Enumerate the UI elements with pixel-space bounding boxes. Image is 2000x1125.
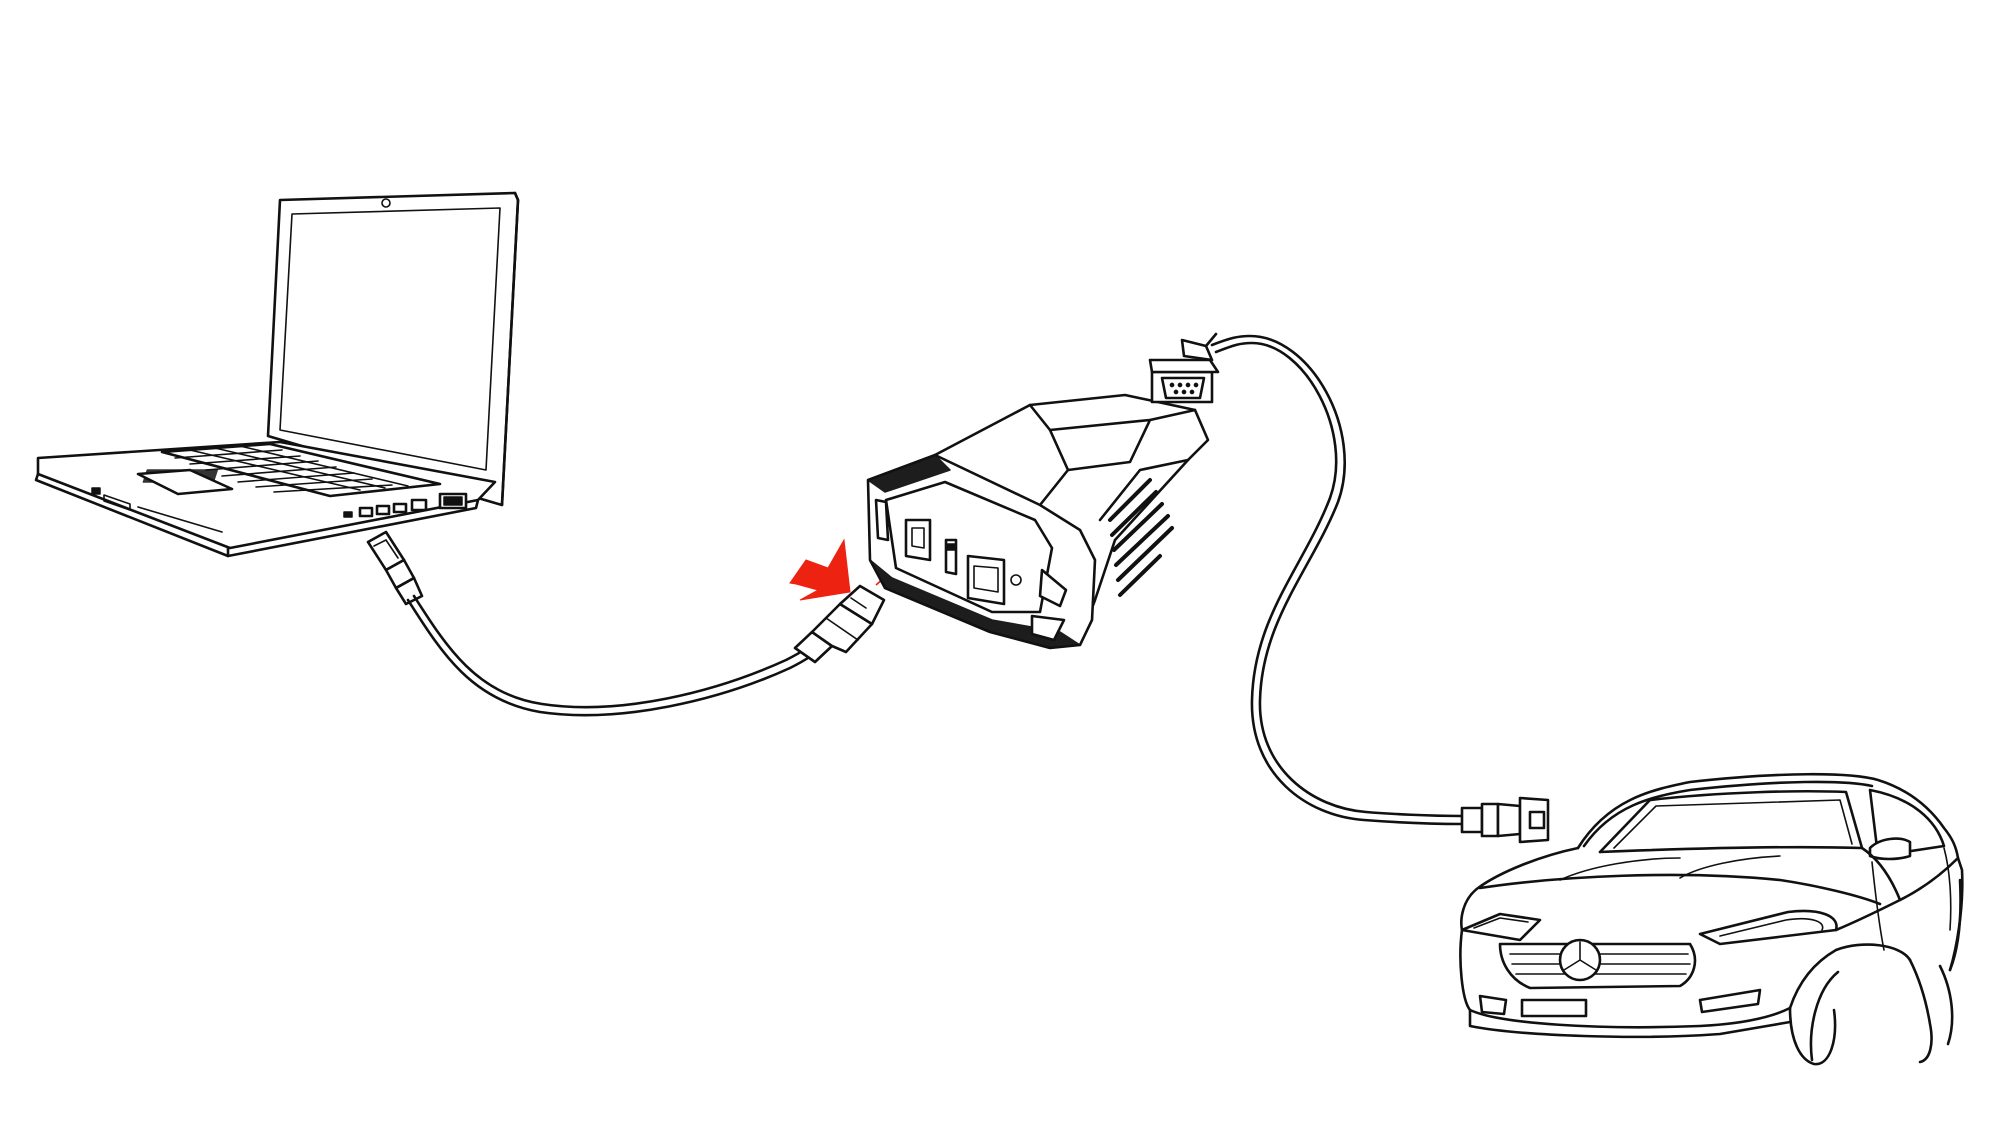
- laptop: [34, 191, 520, 558]
- interface-ribs: [1108, 478, 1174, 597]
- webcam-icon: [381, 198, 391, 208]
- usb-port-icon: [392, 502, 408, 514]
- laptop-lid: [266, 191, 520, 507]
- card-slot-icon: [103, 494, 131, 511]
- ethernet-port-icon: [410, 498, 428, 512]
- usb-b-port-icon: [904, 518, 932, 562]
- led-indicator-icon: [1010, 574, 1022, 586]
- usb-port-icon: [375, 504, 391, 516]
- laptop-base: [34, 440, 497, 558]
- usb-a-plug: [366, 530, 424, 606]
- laptop-screen: [279, 207, 501, 471]
- usb-b-plug: [793, 584, 886, 664]
- obd-plug: [1460, 796, 1550, 844]
- db-connector: [1148, 332, 1220, 404]
- car: [1459, 772, 1964, 1066]
- obd-cable: [1148, 332, 1550, 844]
- car-grille: [1498, 938, 1697, 990]
- laptop-ports: [91, 487, 468, 533]
- port-icon: [343, 511, 353, 518]
- car-wheel-front: [1788, 970, 1840, 1066]
- usb-port-icon: [358, 506, 374, 518]
- diagnostic-interface: [866, 393, 1210, 650]
- license-plate: [1520, 998, 1588, 1018]
- laptop-trackpad: [136, 468, 234, 496]
- usb-cable: [366, 530, 919, 717]
- power-port-icon: [91, 487, 101, 495]
- interface-ports: [904, 518, 1022, 606]
- car-wheel-rear: [1908, 878, 1962, 1064]
